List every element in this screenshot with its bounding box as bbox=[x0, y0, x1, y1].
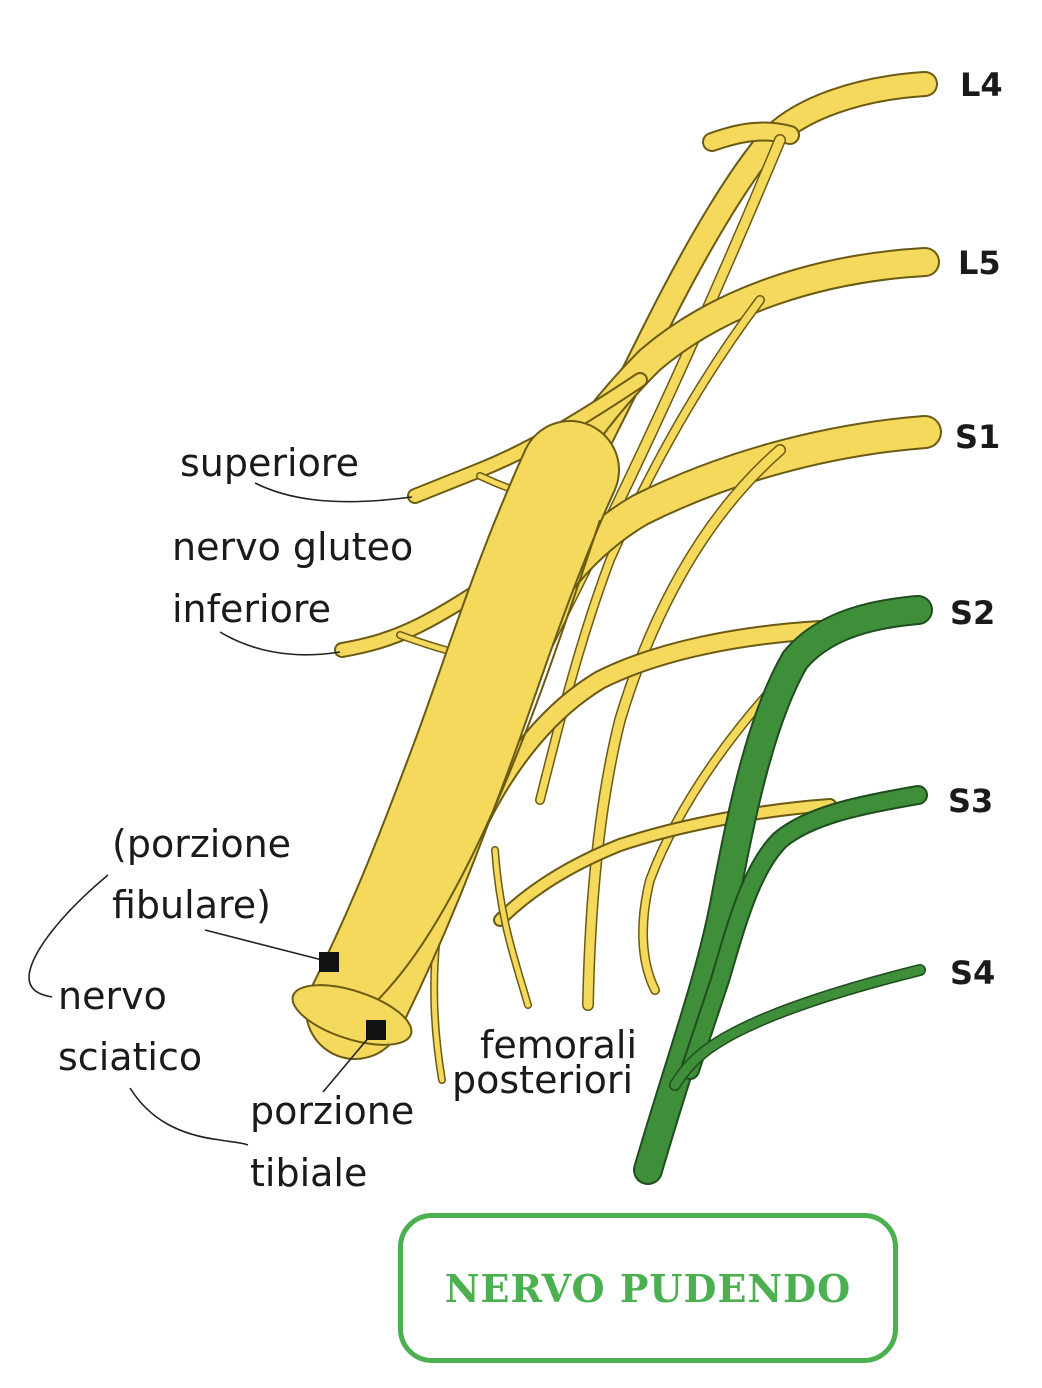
label-femorali: femorali bbox=[480, 1023, 637, 1067]
marker-fibulare bbox=[319, 952, 339, 972]
marker-tibiale bbox=[366, 1020, 386, 1040]
label-posteriori: posteriori bbox=[452, 1058, 633, 1102]
label-porzione-open: (porzione bbox=[112, 822, 291, 866]
label-nervo: nervo bbox=[58, 974, 167, 1018]
label-sciatico: sciatico bbox=[58, 1035, 202, 1079]
leader-fibulare bbox=[204, 929, 331, 963]
root-labels: L4 L5 S1 S2 S3 S4 bbox=[948, 66, 1003, 992]
root-label-s1: S1 bbox=[955, 418, 1000, 456]
leader-inferiore bbox=[219, 631, 341, 656]
label-inferiore: inferiore bbox=[172, 587, 331, 631]
label-nervo-gluteo: nervo gluteo bbox=[172, 525, 413, 569]
root-label-l5: L5 bbox=[958, 244, 1001, 282]
label-tibiale: tibiale bbox=[250, 1151, 367, 1195]
root-label-s3: S3 bbox=[948, 782, 993, 820]
root-label-s2: S2 bbox=[950, 594, 995, 632]
root-label-l4: L4 bbox=[960, 66, 1003, 104]
label-superiore: superiore bbox=[180, 441, 359, 485]
leader-tibiale bbox=[322, 1029, 376, 1093]
brace-porzione-tibiale bbox=[129, 1087, 249, 1146]
legend-title: NERVO PUDENDO bbox=[444, 1265, 852, 1311]
sciatic-division-line bbox=[344, 519, 601, 1031]
pudendal-nerve bbox=[633, 595, 933, 1185]
leader-superiore bbox=[254, 482, 413, 503]
nerve-s3 bbox=[493, 798, 837, 927]
brace-nervo-sciatico bbox=[28, 874, 109, 998]
label-fibulare: fibulare) bbox=[112, 883, 271, 927]
root-label-s4: S4 bbox=[950, 954, 995, 992]
legend-box-nervo-pudendo: NERVO PUDENDO bbox=[398, 1213, 898, 1363]
label-porzione: porzione bbox=[250, 1089, 414, 1133]
plexus-nerves bbox=[291, 71, 942, 1084]
anatomy-labels: superiore nervo gluteo inferiore (porzio… bbox=[58, 441, 637, 1195]
leader-lines bbox=[28, 482, 413, 1146]
